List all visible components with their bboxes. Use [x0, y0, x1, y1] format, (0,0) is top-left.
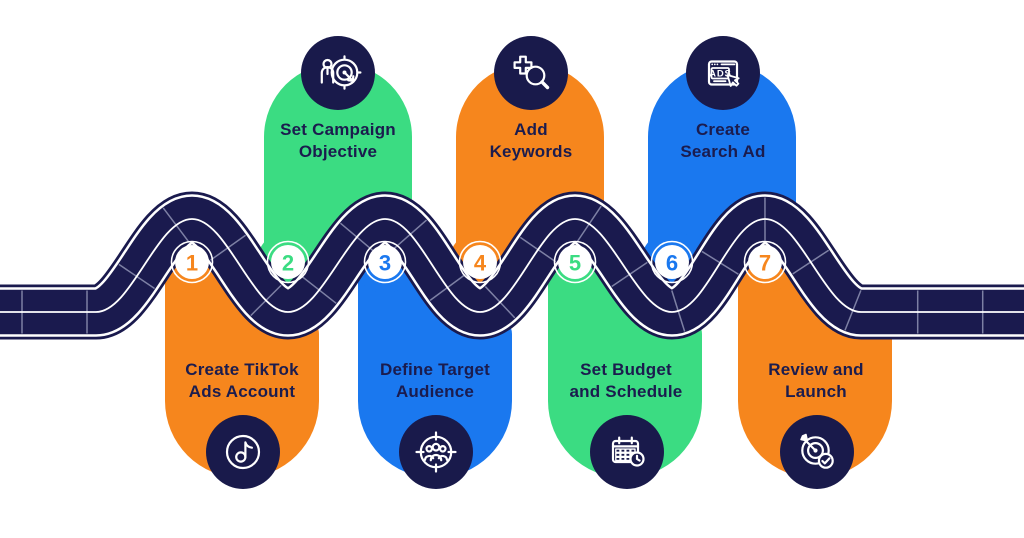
step-3-number: 3: [379, 251, 391, 276]
step-7-label: Review and Launch: [716, 359, 916, 402]
step-2-label: Set Campaign Objective: [238, 119, 438, 162]
step-4-number-badge: 4: [458, 240, 502, 284]
step-6-label-line1: Create: [695, 120, 751, 139]
step-6-label: Create Search Ad: [623, 119, 823, 162]
step-4-label-line2: Keywords: [489, 141, 573, 161]
step-icons: ADS: [206, 36, 854, 489]
step-4-number: 4: [474, 251, 487, 276]
step-6-number-badge: 6: [650, 240, 694, 284]
step-1-label: Create TikTok Ads Account: [142, 359, 342, 402]
badge-ring: [458, 240, 502, 284]
step-3-label-line1: Define Target: [380, 360, 490, 379]
step-1-label-line2: Ads Account: [188, 381, 296, 401]
step-1-label-line1: Create TikTok: [185, 360, 299, 379]
badge-disc: [748, 245, 782, 279]
step-3-icon-circle: [399, 415, 473, 489]
step-1-number: 1: [186, 251, 198, 276]
step-number-badges: 1 2 3 4 5 6 7: [170, 240, 787, 284]
badge-disc: [655, 245, 689, 279]
badge-ring: [553, 240, 597, 284]
step-7-label-line1: Review and: [768, 360, 864, 379]
step-5-number: 5: [569, 251, 581, 276]
step-2-label-line1: Set Campaign: [280, 120, 396, 139]
badge-disc: [175, 245, 209, 279]
step-5-number-badge: 5: [553, 240, 597, 284]
badge-disc: [463, 245, 497, 279]
step-7-number: 7: [759, 251, 771, 276]
badge-ring: [363, 240, 407, 284]
step-2-label-line2: Objective: [298, 141, 378, 161]
step-4-icon-circle: [494, 36, 568, 110]
step-6-number: 6: [666, 251, 678, 276]
step-5-label-line1: Set Budget: [580, 360, 672, 379]
step-2-number: 2: [282, 251, 294, 276]
step-3-label: Define Target Audience: [335, 359, 535, 402]
step-7-icon-circle: [780, 415, 854, 489]
step-7-label-line2: Launch: [785, 381, 847, 401]
badge-ring: [170, 240, 214, 284]
step-1-number-badge: 1: [170, 240, 214, 284]
step-3-label-line2: Audience: [395, 381, 475, 401]
road: [0, 191, 1024, 340]
step-7-number-badge: 7: [743, 240, 787, 284]
step-4-label-line1: Add: [514, 120, 548, 139]
step-6-label-line2: Search Ad: [680, 141, 766, 161]
step-6-icon-circle: [686, 36, 760, 110]
badge-ring: [650, 240, 694, 284]
step-3-number-badge: 3: [363, 240, 407, 284]
badge-ring: [743, 240, 787, 284]
step-5-label: Set Budget and Schedule: [526, 359, 726, 402]
step-4-label: Add Keywords: [431, 119, 631, 162]
step-2-number-badge: 2: [266, 240, 310, 284]
badge-disc: [271, 245, 305, 279]
badge-ring: [266, 240, 310, 284]
search-ad-icon-text-group: ADS: [709, 68, 731, 79]
road-center-lane-line: [0, 218, 1024, 313]
step-5-label-line2: and Schedule: [569, 381, 683, 401]
badge-disc: [558, 245, 592, 279]
ads-icon-text: ADS: [709, 68, 731, 79]
badge-disc: [368, 245, 402, 279]
